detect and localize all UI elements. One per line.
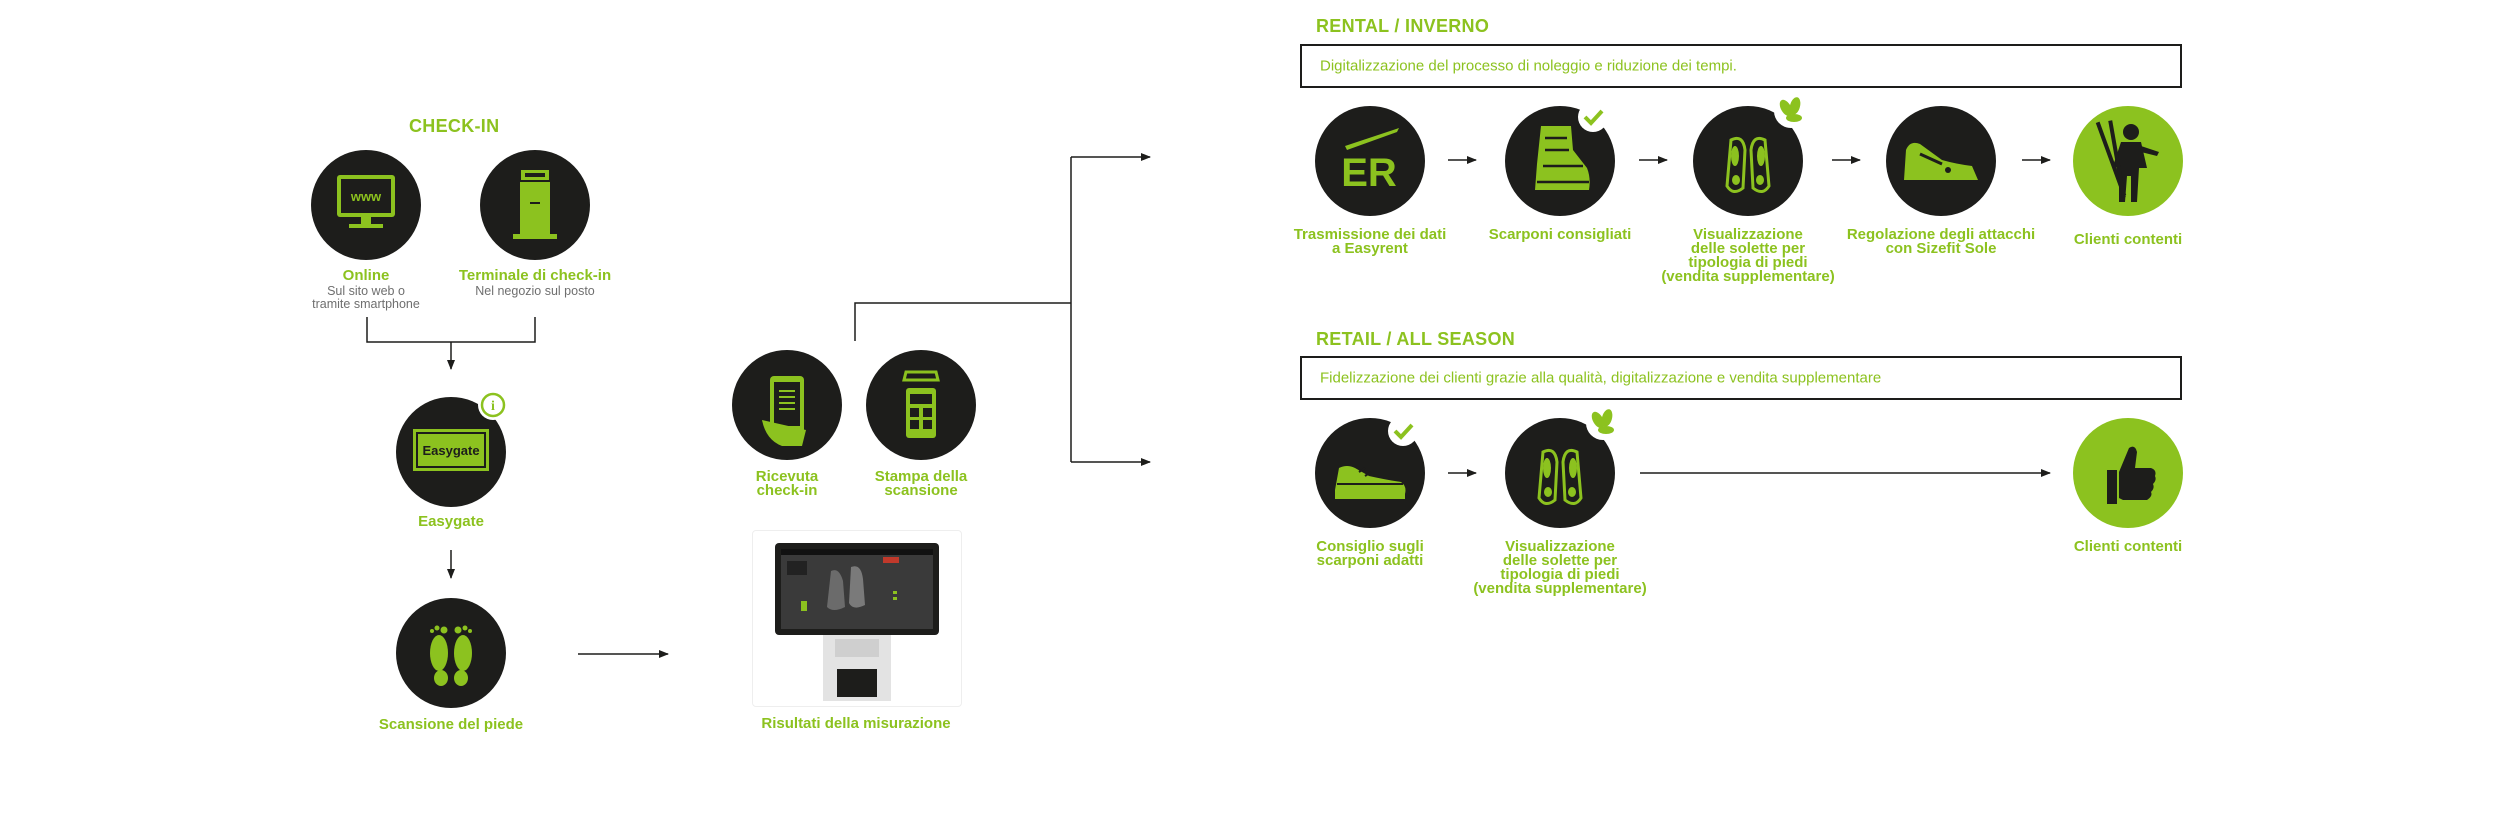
retail-insoles-leaf-badge <box>1586 406 1620 440</box>
rental-boot-check-badge <box>1578 102 1608 132</box>
retail-step-2-line-3: tipologia di piedi <box>1500 566 1620 583</box>
svg-text:www: www <box>350 189 382 204</box>
print-title-2: scansione <box>884 482 958 499</box>
rental-step-3-line-1: Visualizzazione <box>1693 226 1803 243</box>
receipt-title-1: Ricevuta <box>755 468 819 485</box>
ski-boot-icon <box>1535 126 1590 190</box>
checkmark-icon <box>1393 423 1414 440</box>
info-badge: i <box>478 390 508 420</box>
rental-step-1-line-1: Trasmissione dei dati <box>1293 226 1447 243</box>
rental-er-circle: ER <box>1315 106 1425 216</box>
svg-text:Easygate: Easygate <box>422 443 479 458</box>
retail-happy-circle <box>2073 418 2183 528</box>
rental-step-5-line-1: Clienti contenti <box>2073 231 2183 248</box>
online-sub2: tramite smartphone <box>312 297 420 311</box>
splitter-line <box>854 157 1072 462</box>
svg-text:i: i <box>491 399 495 414</box>
computer-icon: www <box>337 175 395 228</box>
rental-step-3-line-2: delle solette per <box>1690 240 1806 257</box>
receipt-title-2: check-in <box>756 482 818 499</box>
retail-step-2-line-1: Visualizzazione <box>1505 538 1615 555</box>
skier-icon <box>2095 120 2159 202</box>
retail-shoe-check-badge <box>1388 416 1418 446</box>
print-circle <box>866 350 976 460</box>
retail-step-2-line-2: delle solette per <box>1502 552 1618 569</box>
kiosk-illustration <box>775 543 939 701</box>
checkin-bracket-line <box>366 317 536 343</box>
results-title: Risultati della misurazione <box>761 715 951 732</box>
receipt-circle <box>732 350 842 460</box>
checkin-heading: CHECK-IN <box>409 116 500 136</box>
smartphone-receipt-icon <box>762 376 806 446</box>
rental-insoles-leaf-badge <box>1774 94 1808 128</box>
retail-step-1-line-2: scarponi adatti <box>1316 552 1424 569</box>
ski-binding-icon <box>1904 142 1978 180</box>
leaf-icon <box>1591 409 1614 434</box>
terminal-title: Terminale di check-in <box>458 267 612 284</box>
rental-step-1-line-2: a Easyrent <box>1332 240 1408 257</box>
online-circle: www <box>311 150 421 260</box>
svg-text:ER: ER <box>1341 151 1397 195</box>
rental-happy-circle <box>2073 106 2183 216</box>
rental-heading: RENTAL / INVERNO <box>1316 16 1490 36</box>
terminal-icon <box>513 170 557 239</box>
thumbs-up-icon <box>2107 446 2156 504</box>
online-sub1: Sul sito web o <box>327 284 405 298</box>
scan-circle <box>396 598 506 708</box>
rental-step-2-line-1: Scarponi consigliati <box>1488 226 1632 243</box>
rental-step-3-line-3: tipologia di piedi <box>1688 254 1808 271</box>
print-title-1: Stampa della <box>874 468 968 485</box>
feet-icon <box>430 625 472 686</box>
retail-step-1-line-1: Consiglio sugli <box>1316 538 1424 555</box>
retail-step-2-line-4: (vendita supplementare) <box>1473 580 1647 597</box>
insole-feet-icon <box>1725 136 1771 193</box>
leaf-icon <box>1779 97 1802 122</box>
checkmark-icon <box>1583 109 1604 126</box>
terminal-circle <box>480 150 590 260</box>
retail-description: Fidelizzazione dei clienti grazie alla q… <box>1320 369 1882 387</box>
easyrent-logo-icon: ER <box>1341 128 1399 195</box>
scan-title: Scansione del piede <box>378 716 524 733</box>
rental-step-4-line-1: Regolazione degli attacchi <box>1846 226 2036 243</box>
retail-heading: RETAIL / ALL SEASON <box>1316 329 1516 349</box>
retail-step-3-line-1: Clienti contenti <box>2073 538 2183 555</box>
sneaker-icon <box>1335 466 1406 499</box>
online-title: Online <box>342 267 390 284</box>
easygate-screen-icon: Easygate <box>413 429 489 471</box>
terminal-sub1: Nel negozio sul posto <box>475 284 595 298</box>
retail-description-box: Fidelizzazione dei clienti grazie alla q… <box>1300 356 2182 400</box>
rental-binding-circle <box>1886 106 1996 216</box>
results-device-image <box>752 530 962 707</box>
info-icon: i <box>480 392 506 418</box>
rental-step-4-line-2: con Sizefit Sole <box>1885 240 1997 257</box>
rental-description: Digitalizzazione del processo di noleggi… <box>1320 57 1737 75</box>
insole-feet-icon <box>1537 448 1583 505</box>
easygate-title: Easygate <box>418 513 484 530</box>
rental-description-box: Digitalizzazione del processo di noleggi… <box>1300 44 2182 88</box>
print-scan-icon <box>902 370 940 438</box>
rental-step-3-line-4: (vendita supplementare) <box>1661 268 1835 285</box>
